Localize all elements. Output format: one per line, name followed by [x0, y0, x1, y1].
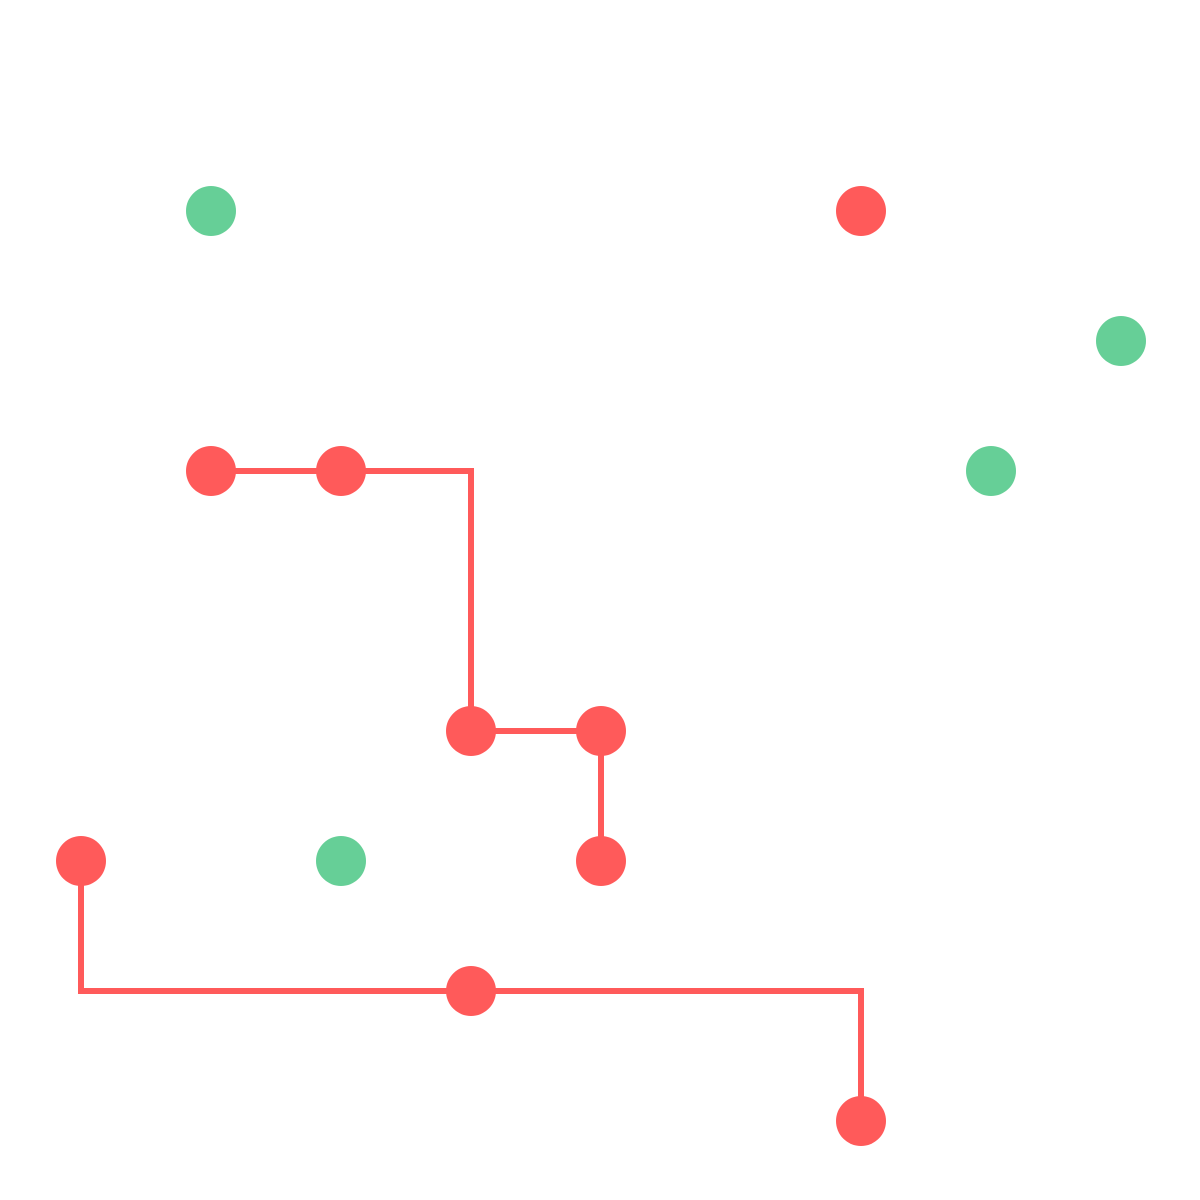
green-node-g3[interactable] — [966, 446, 1016, 496]
green-node-g1[interactable] — [186, 186, 236, 236]
red-node-r5[interactable] — [576, 706, 626, 756]
red-path-1 — [211, 468, 604, 861]
red-node-r7[interactable] — [576, 836, 626, 886]
red-node-r9[interactable] — [836, 1096, 886, 1146]
red-node-r6[interactable] — [56, 836, 106, 886]
connection-paths — [78, 468, 864, 1121]
grid-nodes — [56, 186, 1146, 1146]
green-node-g4[interactable] — [316, 836, 366, 886]
red-node-r4[interactable] — [446, 706, 496, 756]
red-node-r1[interactable] — [836, 186, 886, 236]
red-node-r2[interactable] — [186, 446, 236, 496]
red-node-r3[interactable] — [316, 446, 366, 496]
red-node-r8[interactable] — [446, 966, 496, 1016]
green-node-g2[interactable] — [1096, 316, 1146, 366]
